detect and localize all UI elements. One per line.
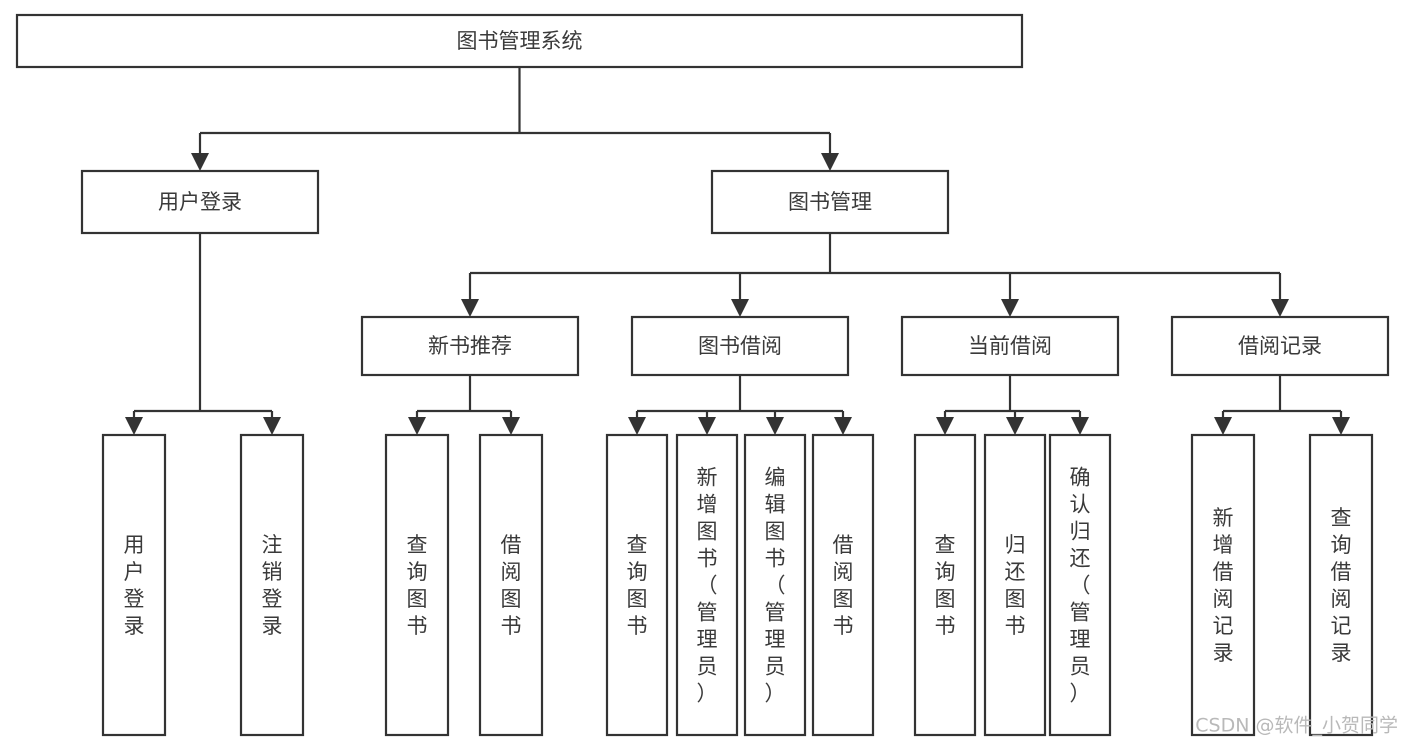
node-book-management[interactable]: 图书管理 <box>710 169 950 235</box>
borrow-record-to-leaves-arrow-1 <box>1332 417 1350 435</box>
node-leaf-confirm-return-admin-box[interactable] <box>1048 433 1112 737</box>
node-current-borrow-box[interactable] <box>900 315 1120 377</box>
node-leaf-query-borrow-record-box[interactable] <box>1308 433 1374 737</box>
borrow-record-to-leaves-arrow-0 <box>1214 417 1232 435</box>
node-leaf-query-book-recommend-label: 查询图书 <box>407 533 428 638</box>
connectors-layer <box>125 67 1350 435</box>
node-book-borrow-box[interactable] <box>630 315 850 377</box>
node-leaf-logout-login[interactable]: 注销登录 <box>239 433 305 737</box>
book-borrow-to-leaves-arrow-3 <box>834 417 852 435</box>
node-current-borrow[interactable]: 当前借阅 <box>900 315 1120 377</box>
node-leaf-add-borrow-record[interactable]: 新增借阅记录 <box>1190 433 1256 737</box>
current-borrow-to-leaves-arrow-2 <box>1071 417 1089 435</box>
node-leaf-add-book-admin-label: 新增图书（管理员） <box>697 466 718 706</box>
node-leaf-logout-login-box[interactable] <box>239 433 305 737</box>
node-leaf-borrow-book-recommend-label: 借阅图书 <box>501 533 522 638</box>
book-borrow-to-leaves-arrow-0 <box>628 417 646 435</box>
nodes-layer: 图书管理系统用户登录图书管理新书推荐图书借阅当前借阅借阅记录用户登录注销登录查询… <box>15 13 1390 737</box>
node-borrow-record-box[interactable] <box>1170 315 1390 377</box>
node-leaf-borrow-book-box[interactable] <box>811 433 875 737</box>
node-leaf-query-book-current[interactable]: 查询图书 <box>913 433 977 737</box>
node-leaf-confirm-return-admin-label: 确认归还（管理员） <box>1070 466 1091 706</box>
node-user-login-box[interactable] <box>80 169 320 235</box>
node-new-book-recommend[interactable]: 新书推荐 <box>360 315 580 377</box>
node-user-login-label: 用户登录 <box>158 190 242 214</box>
node-current-borrow-label: 当前借阅 <box>968 334 1052 358</box>
node-leaf-query-book-current-box[interactable] <box>913 433 977 737</box>
book-borrow-to-leaves-arrow-1 <box>698 417 716 435</box>
root-to-level1-arrow-0 <box>191 153 209 171</box>
node-book-borrow-label: 图书借阅 <box>698 334 782 358</box>
node-root-system-label: 图书管理系统 <box>457 29 583 53</box>
node-leaf-borrow-book-label: 借阅图书 <box>833 533 854 638</box>
node-new-book-recommend-label: 新书推荐 <box>428 334 512 358</box>
node-leaf-user-login-label: 用户登录 <box>124 533 145 638</box>
current-borrow-to-leaves-arrow-1 <box>1006 417 1024 435</box>
node-borrow-record-label: 借阅记录 <box>1238 334 1322 358</box>
node-leaf-user-login[interactable]: 用户登录 <box>101 433 167 737</box>
node-leaf-confirm-return-admin[interactable]: 确认归还（管理员） <box>1048 433 1112 737</box>
bookmgmt-to-level2-arrow-0 <box>461 299 479 317</box>
userlogin-to-leaves-arrow-0 <box>125 417 143 435</box>
node-leaf-user-login-box[interactable] <box>101 433 167 737</box>
node-leaf-query-book-borrow-box[interactable] <box>605 433 669 737</box>
new-book-recommend-to-leaves-arrow-0 <box>408 417 426 435</box>
bookmgmt-to-level2-arrow-3 <box>1271 299 1289 317</box>
current-borrow-to-leaves-arrow-0 <box>936 417 954 435</box>
node-book-management-box[interactable] <box>710 169 950 235</box>
node-leaf-query-borrow-record[interactable]: 查询借阅记录 <box>1308 433 1374 737</box>
root-to-level1-arrow-1 <box>821 153 839 171</box>
node-leaf-edit-book-admin-label: 编辑图书（管理员） <box>765 466 786 706</box>
node-root-system-box[interactable] <box>15 13 1024 69</box>
node-leaf-query-book-recommend[interactable]: 查询图书 <box>384 433 450 737</box>
new-book-recommend-to-leaves-arrow-1 <box>502 417 520 435</box>
node-leaf-return-book[interactable]: 归还图书 <box>983 433 1047 737</box>
bookmgmt-to-level2-arrow-2 <box>1001 299 1019 317</box>
node-leaf-return-book-label: 归还图书 <box>1005 533 1026 638</box>
node-borrow-record[interactable]: 借阅记录 <box>1170 315 1390 377</box>
node-leaf-return-book-box[interactable] <box>983 433 1047 737</box>
node-leaf-borrow-book[interactable]: 借阅图书 <box>811 433 875 737</box>
node-leaf-query-book-borrow-label: 查询图书 <box>627 533 648 638</box>
node-leaf-query-book-current-label: 查询图书 <box>935 533 956 638</box>
node-leaf-borrow-book-recommend-box[interactable] <box>478 433 544 737</box>
node-leaf-add-book-admin-box[interactable] <box>675 433 739 737</box>
node-book-borrow[interactable]: 图书借阅 <box>630 315 850 377</box>
node-leaf-borrow-book-recommend[interactable]: 借阅图书 <box>478 433 544 737</box>
node-leaf-query-book-recommend-box[interactable] <box>384 433 450 737</box>
userlogin-to-leaves-arrow-1 <box>263 417 281 435</box>
node-leaf-edit-book-admin-box[interactable] <box>743 433 807 737</box>
book-borrow-to-leaves-arrow-2 <box>766 417 784 435</box>
node-leaf-add-book-admin[interactable]: 新增图书（管理员） <box>675 433 739 737</box>
bookmgmt-to-level2-arrow-1 <box>731 299 749 317</box>
node-leaf-add-borrow-record-box[interactable] <box>1190 433 1256 737</box>
node-book-management-label: 图书管理 <box>788 190 872 214</box>
node-new-book-recommend-box[interactable] <box>360 315 580 377</box>
node-root-system[interactable]: 图书管理系统 <box>15 13 1024 69</box>
node-leaf-query-borrow-record-label: 查询借阅记录 <box>1331 506 1352 665</box>
node-leaf-logout-login-label: 注销登录 <box>262 533 283 638</box>
csdn-watermark: CSDN @软件_小贺同学 <box>1195 715 1398 737</box>
node-leaf-query-book-borrow[interactable]: 查询图书 <box>605 433 669 737</box>
node-user-login[interactable]: 用户登录 <box>80 169 320 235</box>
node-leaf-add-borrow-record-label: 新增借阅记录 <box>1213 506 1234 665</box>
node-leaf-edit-book-admin[interactable]: 编辑图书（管理员） <box>743 433 807 737</box>
